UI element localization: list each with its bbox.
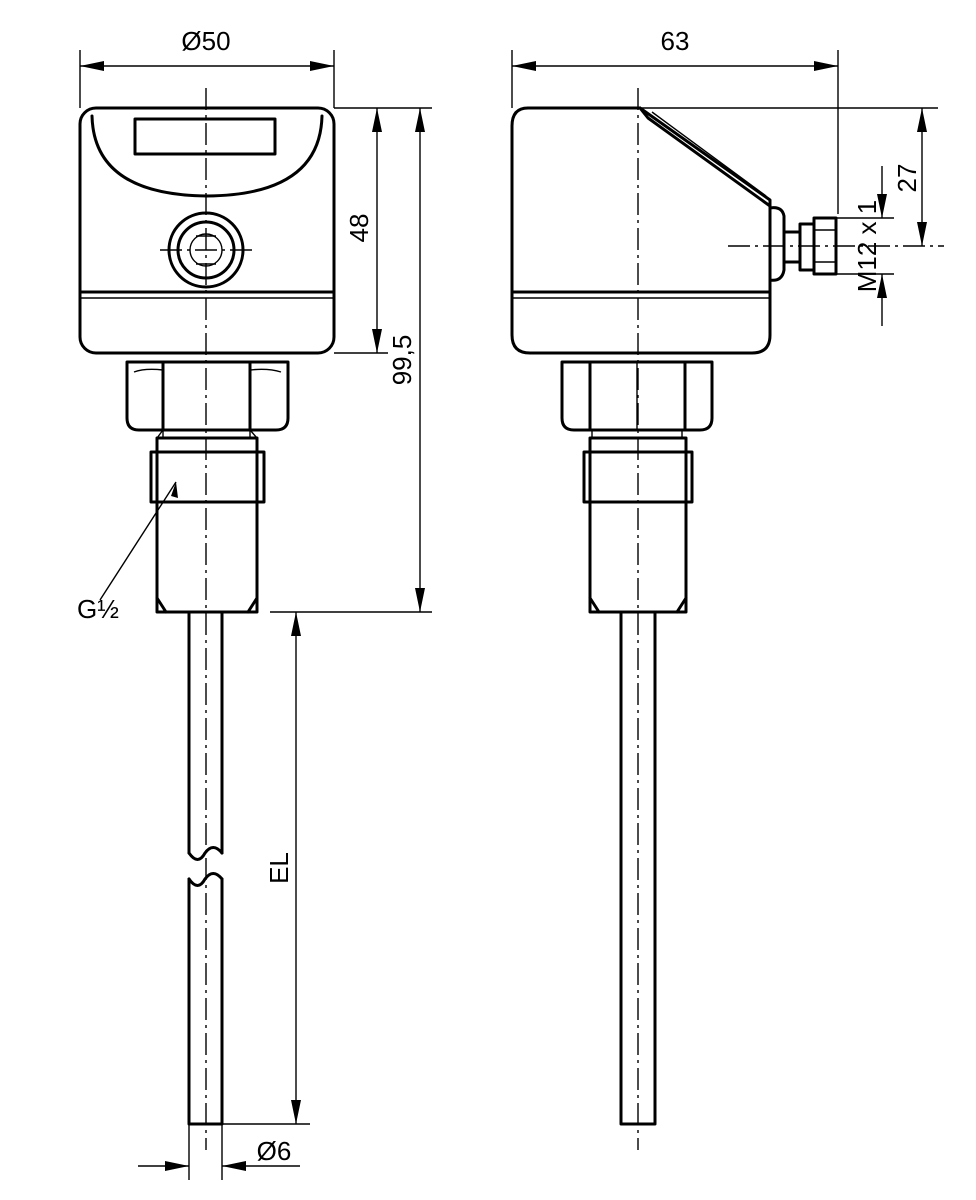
display-screen <box>133 117 277 156</box>
height-99-5-label: 99,5 <box>387 335 417 386</box>
front-thread-end <box>155 596 259 614</box>
diameter-6-label: Ø6 <box>257 1136 292 1166</box>
side-view <box>510 88 944 1150</box>
m12-connector-icon <box>768 206 838 282</box>
front-view <box>78 88 336 1150</box>
diameter-50-label: Ø50 <box>181 26 230 56</box>
front-probe-upper <box>187 610 224 855</box>
front-thread <box>149 450 266 504</box>
width-63-label: 63 <box>661 26 690 56</box>
side-display-face <box>638 106 772 208</box>
front-probe-break-upper <box>187 846 224 861</box>
front-thread-body <box>155 436 259 614</box>
probe-length-el-label: EL <box>264 852 294 884</box>
side-thread-end <box>588 596 688 614</box>
m12-thread-label: M12 x 1 <box>852 200 882 293</box>
g-half-thread-label: G½ <box>77 594 119 624</box>
front-probe-break-lower <box>187 872 224 887</box>
front-housing <box>78 106 336 355</box>
height-48-label: 48 <box>344 214 374 243</box>
display-window-arch <box>90 114 324 198</box>
side-thread-body <box>588 436 688 614</box>
side-housing <box>510 106 772 355</box>
side-hex-nut <box>560 360 714 432</box>
offset-27-label: 27 <box>892 164 922 193</box>
front-hex-nut <box>125 360 290 432</box>
front-hex-nut-flats <box>161 360 252 432</box>
side-thread <box>582 450 694 504</box>
dimension-lines <box>79 50 938 1180</box>
side-display-edge <box>651 111 767 197</box>
side-hex-nut-flats <box>588 360 687 432</box>
front-thread-chamfer <box>156 429 258 439</box>
front-hex-nut-chamfer <box>133 368 282 373</box>
